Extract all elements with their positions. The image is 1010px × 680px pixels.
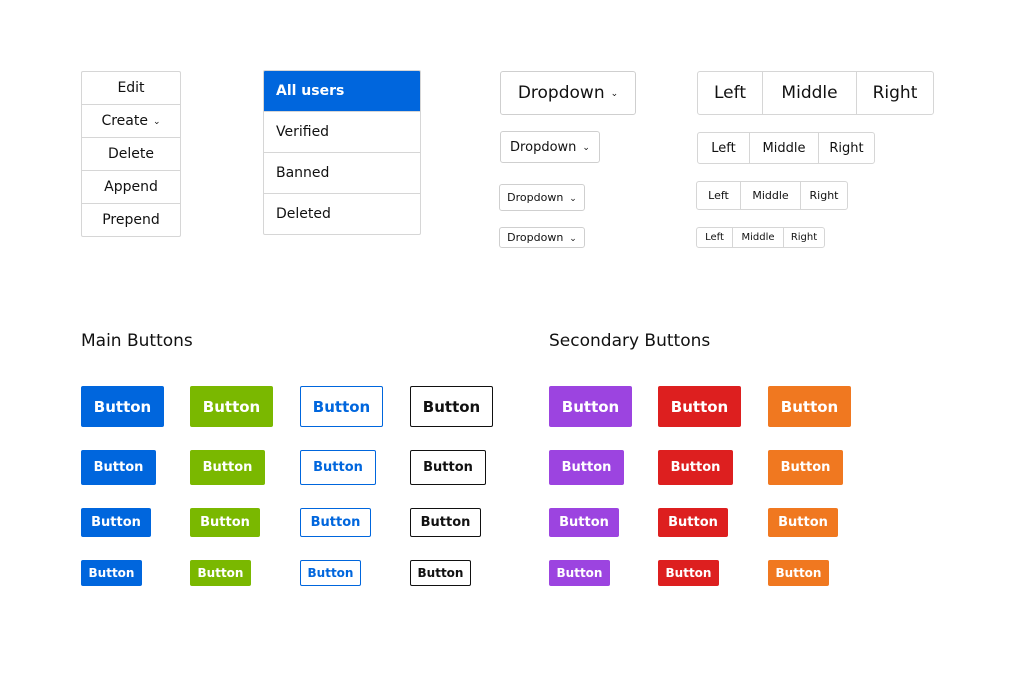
segment-right[interactable]: Right <box>800 182 847 209</box>
main-button[interactable]: Button <box>190 560 251 586</box>
secondary-button[interactable]: Button <box>549 450 624 485</box>
segmented-large: Left Middle Right <box>697 71 934 115</box>
secondary-button[interactable]: Button <box>768 508 838 537</box>
main-button[interactable]: Button <box>81 386 164 427</box>
secondary-buttons-heading: Secondary Buttons <box>549 331 711 351</box>
secondary-button[interactable]: Button <box>549 508 619 537</box>
segment-right[interactable]: Right <box>783 228 824 247</box>
secondary-button[interactable]: Button <box>768 450 843 485</box>
segment-middle[interactable]: Middle <box>732 228 783 247</box>
segment-right[interactable]: Right <box>856 72 933 114</box>
main-button[interactable]: Button <box>300 450 376 485</box>
main-button[interactable]: Button <box>300 560 361 586</box>
segment-middle[interactable]: Middle <box>749 133 818 163</box>
segment-left[interactable]: Left <box>705 232 724 243</box>
secondary-button[interactable]: Button <box>549 386 632 427</box>
segment-left[interactable]: Left <box>714 83 746 103</box>
secondary-button[interactable]: Button <box>658 560 719 586</box>
secondary-button[interactable]: Button <box>768 560 829 586</box>
segment-left[interactable]: Left <box>708 189 729 202</box>
chevron-down-icon: ⌄ <box>610 89 619 99</box>
main-button[interactable]: Button <box>81 560 142 586</box>
segmented-xsmall: Left Middle Right <box>696 227 825 248</box>
segment-middle[interactable]: Middle <box>740 182 800 209</box>
secondary-button[interactable]: Button <box>658 450 733 485</box>
segment-left[interactable]: Left <box>711 140 736 156</box>
main-button[interactable]: Button <box>410 386 493 427</box>
main-button[interactable]: Button <box>410 508 481 537</box>
secondary-button[interactable]: Button <box>658 386 741 427</box>
main-button[interactable]: Button <box>410 450 486 485</box>
main-button[interactable]: Button <box>81 508 151 537</box>
dropdown-medium[interactable]: Dropdown⌄ <box>500 131 600 163</box>
segment-right[interactable]: Right <box>818 133 874 163</box>
action-edit[interactable]: Edit <box>117 80 145 96</box>
segmented-small: Left Middle Right <box>696 181 848 210</box>
chevron-down-icon: ⌄ <box>152 117 161 127</box>
dropdown-xsmall[interactable]: Dropdown⌄ <box>499 227 585 248</box>
action-delete[interactable]: Delete <box>82 137 180 170</box>
main-button[interactable]: Button <box>190 386 273 427</box>
user-filter-all[interactable]: All users <box>264 71 420 111</box>
user-filter-deleted[interactable]: Deleted <box>264 193 420 234</box>
main-buttons-heading: Main Buttons <box>81 331 193 351</box>
chevron-down-icon: ⌄ <box>569 193 577 204</box>
user-filter-banned[interactable]: Banned <box>264 152 420 193</box>
main-button[interactable]: Button <box>300 508 371 537</box>
secondary-button[interactable]: Button <box>658 508 728 537</box>
main-button[interactable]: Button <box>410 560 471 586</box>
segment-middle[interactable]: Middle <box>762 72 856 114</box>
main-button[interactable]: Button <box>81 450 156 485</box>
secondary-button[interactable]: Button <box>768 386 851 427</box>
segmented-medium: Left Middle Right <box>697 132 875 164</box>
main-button[interactable]: Button <box>190 450 265 485</box>
main-button[interactable]: Button <box>300 386 383 427</box>
action-prepend[interactable]: Prepend <box>82 203 180 236</box>
user-filter-list: All users Verified Banned Deleted <box>263 70 421 235</box>
action-append[interactable]: Append <box>82 170 180 203</box>
action-create[interactable]: Create⌄ <box>82 104 180 137</box>
secondary-button[interactable]: Button <box>549 560 610 586</box>
main-button[interactable]: Button <box>190 508 260 537</box>
dropdown-small[interactable]: Dropdown⌄ <box>499 184 585 211</box>
action-list: Edit Create⌄ Delete Append Prepend <box>81 71 181 237</box>
user-filter-verified[interactable]: Verified <box>264 111 420 152</box>
chevron-down-icon: ⌄ <box>582 143 590 153</box>
chevron-down-icon: ⌄ <box>569 233 577 244</box>
dropdown-large[interactable]: Dropdown⌄ <box>500 71 636 115</box>
